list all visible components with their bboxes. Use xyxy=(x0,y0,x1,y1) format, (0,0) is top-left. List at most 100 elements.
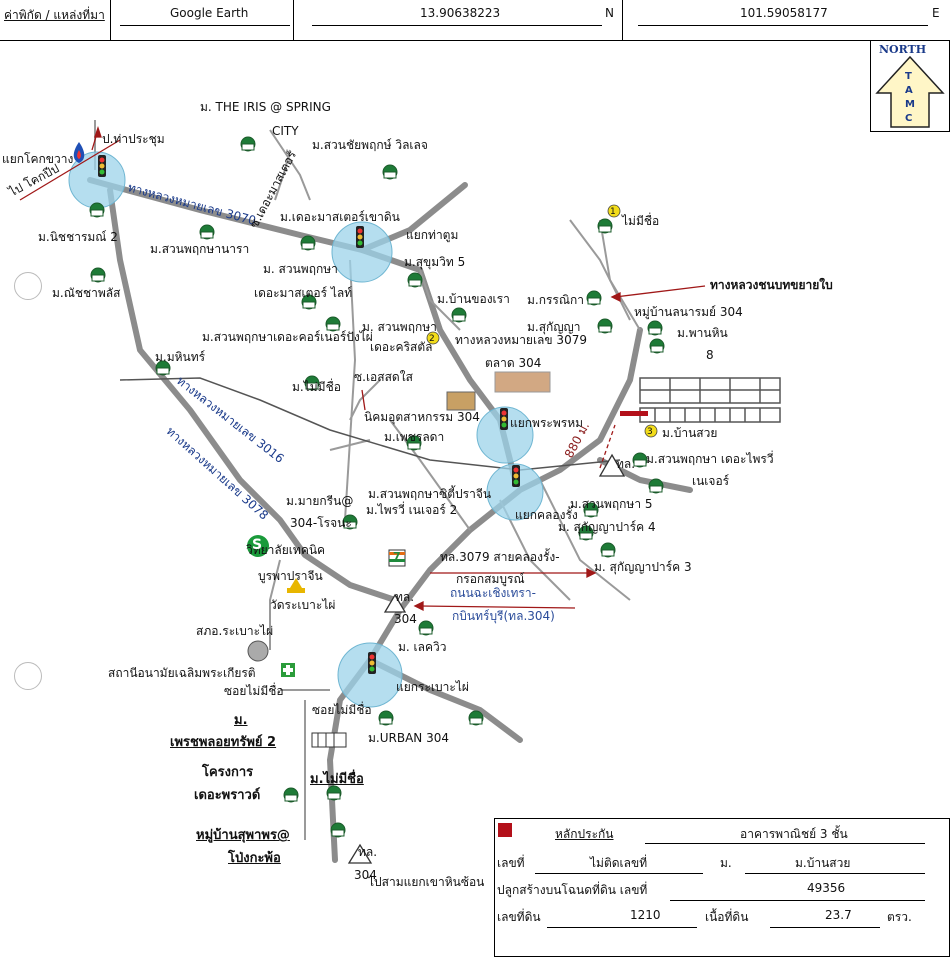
marker-number-3: 3 xyxy=(647,427,653,437)
label-suan-nara: ม.สวนพฤกษานารา xyxy=(150,242,250,256)
marker-number-1: 1 xyxy=(610,207,616,217)
label-tl-small: ทล. xyxy=(616,457,636,471)
label-kabin: กบินทร์บุรี(ทล.304) xyxy=(452,609,555,623)
label-tl-bottom: ทล. xyxy=(358,845,378,859)
label-the-proud: เดอะพราวด์ xyxy=(194,788,261,803)
label-phan-hin: ม.พานหิน xyxy=(677,326,728,340)
numbered-markers xyxy=(426,204,658,438)
deed-label: ปลูกสร้างบนโฉนดที่ดิน เลขที่ xyxy=(497,883,648,897)
latitude-dir: N xyxy=(605,6,614,20)
house-no-label: เลขที่ xyxy=(497,856,525,870)
label-nisacharam: ม.นิชชารมณ์ 2 xyxy=(38,230,118,244)
label-iris: ม. THE IRIS @ SPRING xyxy=(200,100,331,114)
label-master-khao: ม.เดอะมาสเตอร์เขาดิน xyxy=(280,210,400,224)
highway-markers xyxy=(347,453,626,864)
label-yaek-ra: แยกระเบาะไผ่ xyxy=(396,680,469,694)
label-project: โครงการ xyxy=(202,765,254,780)
label-master-light: เดอะมาสเตอร์ ไลท์ xyxy=(254,286,353,300)
label-suan-corner: ม.สวนพฤกษาเดอะคอร์เนอร์ปังไผ่ xyxy=(202,330,373,344)
gas-station-icon xyxy=(73,142,85,163)
junctions xyxy=(68,151,544,708)
label-the-crystal: เดอะคริสตัล xyxy=(370,340,433,354)
label-krok: กรอกสมบูรณ์ xyxy=(456,572,525,586)
moo-value: ม.บ้านสวย xyxy=(795,856,851,870)
marker-number-2: 2 xyxy=(429,334,435,344)
label-num8: 8 xyxy=(706,348,714,362)
label-no-name-3: ม.ไม่มีชื่อ xyxy=(310,772,364,787)
label-urban: ม.URBAN 304 xyxy=(368,731,449,745)
label-soi-mai-mi: ซอยไม่มีชื่อ xyxy=(224,684,284,698)
collateral-info-box: หลักประกัน อาคารพาณิชย์ 3 ชั้น เลขที่ ไม… xyxy=(494,818,950,957)
label-so-ra: สภอ.ระเบาะไผ่ xyxy=(196,624,274,638)
label-so-es: ซ.เอสสดใส xyxy=(354,370,413,384)
collateral-marker xyxy=(620,411,648,416)
label-hwy-3079: ทางหลวงหมายเลข 3079 xyxy=(455,333,587,347)
building-type: อาคารพาณิชย์ 3 ชั้น xyxy=(740,827,848,841)
label-nikhom: นิคมอุตสาหกรรม 304 xyxy=(364,410,480,424)
land-no-value: 1210 xyxy=(630,908,661,922)
label-hwy-new: ทางหลวงชนบทขยายใบ xyxy=(710,278,833,292)
label-no-name-1: ไม่มีชื่อ xyxy=(622,214,660,228)
label-phetcharada: ม.เพชรลดา xyxy=(384,430,445,444)
main-roads xyxy=(87,177,693,863)
deed-number: 49356 xyxy=(807,881,846,895)
building-icon xyxy=(311,732,347,748)
label-suan-city: ม.สวนพฤกษาซิตี้ปราจีน xyxy=(368,487,492,501)
compass-letter-a: A xyxy=(905,85,913,96)
legend-red-swatch xyxy=(498,823,512,837)
label-num-304b: 304 xyxy=(354,868,377,882)
s-logo-icon xyxy=(247,535,269,557)
s-logo-label: S xyxy=(252,537,263,553)
label-sukhumvit5: ม.สุขุมวิท 5 xyxy=(404,255,466,269)
label-ban-khong-rao: ม.บ้านของเรา xyxy=(437,292,510,306)
label-yaek-tha-tum: แยกท่าตูม xyxy=(406,228,459,242)
label-soi-mai-mi-2: ซอยไม่มีชื่อ xyxy=(312,703,372,717)
north-compass: NORTH T A M C xyxy=(870,40,950,132)
binder-hole xyxy=(14,662,42,690)
north-label: NORTH xyxy=(879,43,927,56)
label-tl3079: ทล.3079 สายคลองรั้ง- xyxy=(440,550,560,564)
longitude-dir: E xyxy=(932,6,940,20)
label-talat-304: ตลาด 304 xyxy=(485,356,542,370)
label-phet-pol: เพรชพลอยทรัพย์ 2 xyxy=(170,735,277,750)
house-icons xyxy=(89,136,665,838)
temple-icon xyxy=(287,578,305,593)
label-khok-khwang: แยกโคกขวาง xyxy=(2,152,74,166)
label-r304: 304-โรจนะ xyxy=(290,516,352,530)
label-pathumthani: ป.ท่าประชุม xyxy=(102,132,165,146)
label-buraphai: บูรพาปราจีน xyxy=(258,569,323,583)
label-sukanya-park-4: ม. สุกัญญาปาร์ค 4 xyxy=(558,520,656,534)
seven-eleven-icon xyxy=(388,549,406,567)
industrial-grid xyxy=(639,377,781,423)
label-nature: เนเจอร์ xyxy=(692,474,730,488)
legend-label: หลักประกัน xyxy=(555,827,614,841)
area-value: 23.7 xyxy=(825,908,852,922)
label-suan-phruksa: ม. สวนพฤกษา xyxy=(263,262,338,276)
label-to-sam: ไปสามแยกเขาหินซ้อน xyxy=(368,875,485,889)
label-lanaram: หมู่บ้านลนารมย์ 304 xyxy=(634,305,743,319)
label-college: วิทยาลัยเทคนิค xyxy=(246,543,326,557)
label-yaek-khlong: แยกคลองรั้ง xyxy=(515,508,578,522)
traffic-lights xyxy=(98,155,520,674)
moo-label: ม. xyxy=(720,856,732,870)
market-photo xyxy=(494,371,551,393)
compass-letter-c: C xyxy=(905,113,913,124)
compass-letter-t: T xyxy=(905,71,912,82)
police-emblem-icon xyxy=(247,640,269,662)
label-city: CITY xyxy=(272,124,299,138)
label-mahasin: ม.มหินทร์ xyxy=(155,350,206,364)
label-mai-green: ม.มายกรีน@ xyxy=(286,494,354,508)
label-yaek-phra: แยกพระพรหม xyxy=(510,416,584,430)
label-no-name-2: ม.ไม่มีชื่อ xyxy=(292,380,341,394)
compass-letter-m: M xyxy=(905,99,915,110)
label-rd-chacheng: ถนนฉะเชิงเทรา- xyxy=(450,586,536,600)
label-natcha: ม.ณัชชาพลัส xyxy=(52,286,121,300)
area-label: เนื้อที่ดิน xyxy=(705,910,749,924)
label-lake-view: ม. เลควิว xyxy=(398,640,447,654)
industrial-icon xyxy=(446,391,476,411)
label-kannika: ม.กรรณิกา xyxy=(527,293,585,307)
source-value: Google Earth xyxy=(170,6,249,20)
label-num-304: 304 xyxy=(394,612,417,626)
label-suan-phai: ม.สวนพฤกษา เดอะไพรวี่ xyxy=(646,452,774,466)
land-no-label: เลขที่ดิน xyxy=(497,910,541,924)
